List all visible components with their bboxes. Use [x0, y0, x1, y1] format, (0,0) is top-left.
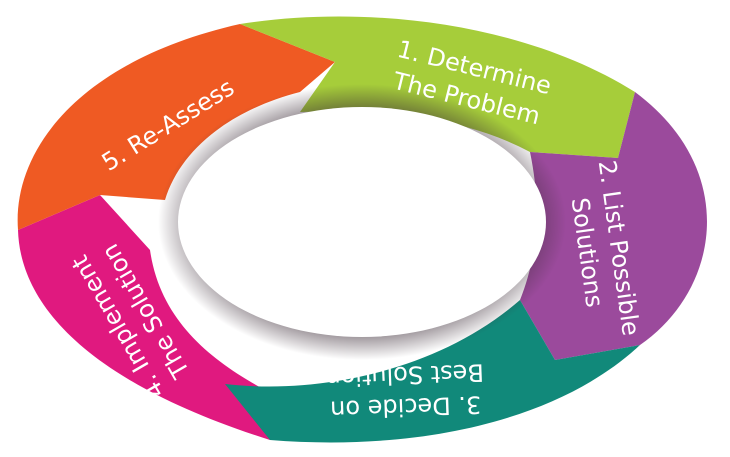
label-step-3: 3. Decide on Best Solution [325, 358, 484, 423]
segment-reassess [17, 24, 336, 230]
svg-text:3. Decide on: 3. Decide on [330, 390, 482, 423]
segment-determine [240, 16, 635, 159]
center-hole [178, 107, 546, 337]
svg-text:Best Solution: Best Solution [325, 358, 484, 392]
segment-decide [225, 300, 640, 443]
segment-list-possible [520, 92, 707, 360]
step-3-line-2: Best Solution [325, 358, 484, 392]
segment-implement [18, 195, 300, 440]
step-3-line-1: 3. Decide on [330, 390, 482, 423]
